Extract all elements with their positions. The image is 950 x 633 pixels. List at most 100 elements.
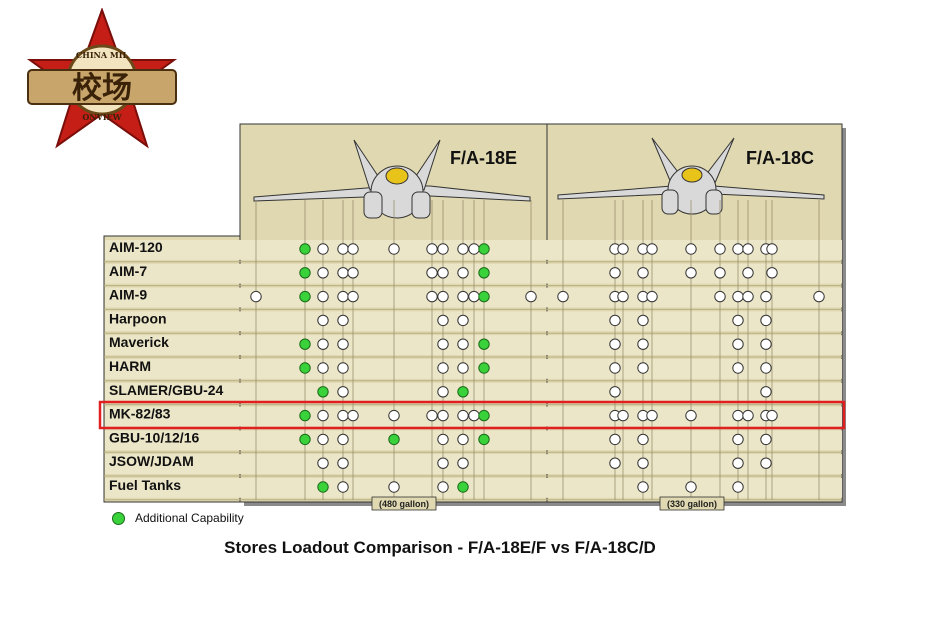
- fa18e-capability-dot: [337, 457, 349, 469]
- fa18e-capability-dot: [317, 362, 329, 374]
- fa18e-capability-dot: [468, 409, 480, 422]
- fa18e-capability-dot: [457, 243, 469, 255]
- fa18e-additional-capability-dot: [478, 267, 490, 279]
- fa18c-capability-dot: [637, 267, 649, 279]
- fa18c-capability-dot: [714, 290, 726, 303]
- fa18e-additional-capability-dot: [299, 409, 311, 422]
- fa18e-capability-dot: [337, 314, 349, 327]
- logo: 校场 CHINA MIL ONVIEW: [26, 8, 178, 149]
- fa18e-additional-capability-dot: [299, 267, 311, 279]
- fa18c-capability-dot: [760, 314, 772, 327]
- store-label: AIM-120: [109, 239, 163, 255]
- fa18e-capability-dot: [317, 314, 329, 327]
- fa18e-capability-dot: [437, 386, 449, 398]
- fa18e-additional-capability-dot: [478, 338, 490, 350]
- fa18c-capability-dot: [732, 409, 744, 422]
- logo-main-text: 校场: [72, 71, 132, 106]
- fa18c-capability-dot: [760, 290, 772, 303]
- store-label: AIM-7: [109, 263, 147, 279]
- fa18c-capability-dot: [637, 314, 649, 327]
- fa18e-capability-dot: [388, 243, 400, 255]
- fa18e-capability-dot: [317, 433, 329, 446]
- fa18c-capability-dot: [742, 243, 754, 255]
- fa18e-additional-capability-dot: [299, 338, 311, 350]
- store-row: [105, 311, 842, 332]
- fa18e-additional-capability-dot: [388, 433, 400, 446]
- fa18e-capability-dot: [457, 409, 469, 422]
- fa18e-capability-dot: [468, 243, 480, 255]
- fa18c-silhouette: [557, 137, 825, 215]
- fa18c-capability-dot: [813, 290, 825, 303]
- store-label: GBU-10/12/16: [109, 429, 199, 445]
- fa18e-tank-label: (480 gallon): [379, 499, 429, 509]
- fa18c-capability-dot: [609, 362, 621, 374]
- fa18c-capability-dot: [732, 457, 744, 469]
- fa18c-capability-dot: [617, 409, 629, 422]
- fa18e-capability-dot: [525, 290, 537, 303]
- fa18e-capability-dot: [437, 362, 449, 374]
- fa18e-silhouette: [253, 139, 531, 219]
- fa18e-capability-dot: [437, 314, 449, 327]
- fa18e-additional-capability-dot: [317, 481, 329, 493]
- store-label: MK-82/83: [109, 406, 171, 422]
- fa18e-capability-dot: [317, 457, 329, 469]
- fa18c-capability-dot: [685, 409, 697, 422]
- fa18c-capability-dot: [766, 243, 778, 255]
- fa18e-capability-dot: [426, 409, 438, 422]
- fa18c-capability-dot: [766, 267, 778, 279]
- fa18e-capability-dot: [337, 362, 349, 374]
- fa18e-capability-dot: [337, 433, 349, 446]
- fa18e-capability-dot: [347, 409, 359, 422]
- fa18e-capability-dot: [457, 362, 469, 374]
- fa18e-tank-label-box: [371, 496, 437, 511]
- store-label: SLAMER/GBU-24: [109, 382, 224, 398]
- fa18c-capability-dot: [732, 243, 744, 255]
- fa18e-capability-dot: [317, 338, 329, 350]
- store-row: [105, 454, 842, 474]
- fa18e-capability-dot: [426, 290, 438, 303]
- fa18c-capability-dot: [760, 457, 772, 469]
- fa18c-title: F/A-18C: [746, 148, 814, 168]
- fa18e-additional-capability-dot: [478, 290, 490, 303]
- logo-bottom-text: ONVIEW: [82, 112, 122, 122]
- fa18c-capability-dot: [760, 362, 772, 374]
- store-row: [105, 263, 842, 284]
- fa18e-capability-dot: [347, 290, 359, 303]
- store-label: Fuel Tanks: [109, 477, 181, 493]
- caption: Stores Loadout Comparison - F/A-18E/F vs…: [224, 538, 656, 557]
- fa18e-capability-dot: [437, 409, 449, 422]
- fa18c-capability-dot: [732, 481, 744, 493]
- fa18e-capability-dot: [250, 290, 262, 303]
- fa18c-capability-dot: [766, 409, 778, 422]
- store-label: AIM-9: [109, 287, 147, 303]
- fa18c-capability-dot: [714, 267, 726, 279]
- fa18e-capability-dot: [457, 290, 469, 303]
- fa18c-capability-dot: [637, 362, 649, 374]
- highlight-row-frame: [98, 400, 846, 430]
- store-row: [105, 430, 842, 451]
- fa18c-capability-dot: [685, 243, 697, 255]
- store-row: [105, 478, 842, 498]
- fa18e-title: F/A-18E: [450, 148, 517, 168]
- fa18c-capability-dot: [609, 314, 621, 327]
- fa18e-capability-dot: [457, 267, 469, 279]
- fa18c-capability-dot: [637, 338, 649, 350]
- fa18e-capability-dot: [337, 338, 349, 350]
- fa18c-capability-dot: [760, 338, 772, 350]
- store-label: Maverick: [109, 334, 169, 350]
- fa18e-capability-dot: [437, 290, 449, 303]
- fa18c-capability-dot: [609, 433, 621, 446]
- fa18e-additional-capability-dot: [478, 243, 490, 255]
- fa18c-capability-dot: [609, 338, 621, 350]
- fa18c-capability-dot: [742, 267, 754, 279]
- fa18c-capability-dot: [732, 338, 744, 350]
- fa18c-tank-label: (330 gallon): [667, 499, 717, 509]
- fa18e-capability-dot: [437, 457, 449, 469]
- fa18e-capability-dot: [437, 481, 449, 493]
- fa18e-capability-dot: [337, 267, 349, 279]
- fa18e-additional-capability-dot: [299, 362, 311, 374]
- fa18e-additional-capability-dot: [478, 433, 490, 446]
- fa18c-capability-dot: [637, 433, 649, 446]
- fa18e-additional-capability-dot: [299, 433, 311, 446]
- fa18e-capability-dot: [457, 433, 469, 446]
